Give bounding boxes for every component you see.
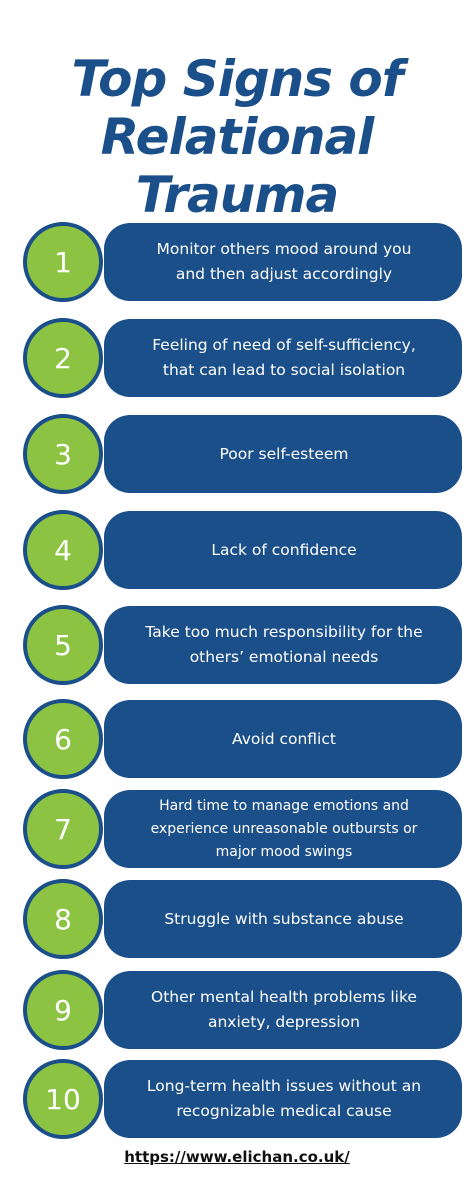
number-badge: 1 xyxy=(23,222,103,302)
sign-line: Poor self-esteem xyxy=(219,444,349,463)
sign-line: Feeling of need of self-sufficiency, xyxy=(152,336,416,354)
page-title: Top Signs of Relational Trauma xyxy=(0,50,474,224)
sign-text: Take too much responsibility for the oth… xyxy=(145,620,422,670)
sign-line: major mood swings xyxy=(215,843,353,860)
number-badge: 6 xyxy=(23,699,103,779)
number-badge: 8 xyxy=(23,879,103,959)
sign-line: experience unreasonable outbursts or xyxy=(150,820,418,837)
list-item: Feeling of need of self-sufficiency, tha… xyxy=(0,318,474,398)
number-badge: 3 xyxy=(23,414,103,494)
number-badge: 4 xyxy=(23,510,103,590)
sign-pill: Long-term health issues without an recog… xyxy=(104,1060,462,1138)
sign-line: Monitor others mood around you xyxy=(156,240,412,258)
sign-line: Other mental health problems like xyxy=(151,988,417,1006)
list-item: Struggle with substance abuse 8 xyxy=(0,879,474,959)
sign-pill: Poor self-esteem xyxy=(104,415,462,493)
sign-line: Lack of confidence xyxy=(211,540,357,559)
title-line-1: Top Signs of xyxy=(71,49,403,108)
sign-line: Struggle with substance abuse xyxy=(164,909,404,928)
list-item: Monitor others mood around you and then … xyxy=(0,222,474,302)
sign-pill: Take too much responsibility for the oth… xyxy=(104,606,462,684)
list-item: Long-term health issues without an recog… xyxy=(0,1059,474,1139)
number-badge: 9 xyxy=(23,970,103,1050)
sign-pill: Struggle with substance abuse xyxy=(104,880,462,958)
list-item: Lack of confidence 4 xyxy=(0,510,474,590)
list-item: Poor self-esteem 3 xyxy=(0,414,474,494)
website-link[interactable]: https://www.elichan.co.uk/ xyxy=(124,1148,350,1166)
sign-line: that can lead to social isolation xyxy=(162,361,406,379)
sign-line: others’ emotional needs xyxy=(189,648,379,666)
sign-text: Struggle with substance abuse xyxy=(164,907,403,932)
sign-line: Hard time to manage emotions and xyxy=(159,797,409,814)
sign-pill: Monitor others mood around you and then … xyxy=(104,223,462,301)
sign-text: Monitor others mood around you and then … xyxy=(157,237,412,287)
sign-text: Lack of confidence xyxy=(211,538,356,563)
list-item: Hard time to manage emotions and experie… xyxy=(0,789,474,869)
number-badge: 2 xyxy=(23,318,103,398)
sign-text: Other mental health problems like anxiet… xyxy=(151,985,417,1035)
sign-line: and then adjust accordingly xyxy=(175,265,393,283)
sign-line: Avoid conflict xyxy=(232,729,336,748)
list-item: Other mental health problems like anxiet… xyxy=(0,970,474,1050)
sign-text: Long-term health issues without an recog… xyxy=(147,1074,421,1124)
sign-line: Long-term health issues without an xyxy=(146,1077,422,1095)
sign-pill: Other mental health problems like anxiet… xyxy=(104,971,462,1049)
sign-text: Poor self-esteem xyxy=(219,442,348,467)
sign-pill: Lack of confidence xyxy=(104,511,462,589)
title-line-3: Trauma xyxy=(135,165,339,224)
sign-text: Feeling of need of self-sufficiency, tha… xyxy=(152,333,416,383)
sign-line: anxiety, depression xyxy=(207,1013,360,1031)
number-badge: 7 xyxy=(23,789,103,869)
sign-line: recognizable medical cause xyxy=(176,1102,392,1120)
number-badge: 5 xyxy=(23,605,103,685)
sign-text: Avoid conflict xyxy=(232,727,336,752)
list-item: Take too much responsibility for the oth… xyxy=(0,605,474,685)
sign-pill: Hard time to manage emotions and experie… xyxy=(104,790,462,868)
title-line-2: Relational xyxy=(100,107,375,166)
list-item: Avoid conflict 6 xyxy=(0,699,474,779)
sign-pill: Feeling of need of self-sufficiency, tha… xyxy=(104,319,462,397)
sign-pill: Avoid conflict xyxy=(104,700,462,778)
sign-text: Hard time to manage emotions and experie… xyxy=(151,795,418,864)
number-badge: 10 xyxy=(23,1059,103,1139)
sign-line: Take too much responsibility for the xyxy=(145,623,423,641)
